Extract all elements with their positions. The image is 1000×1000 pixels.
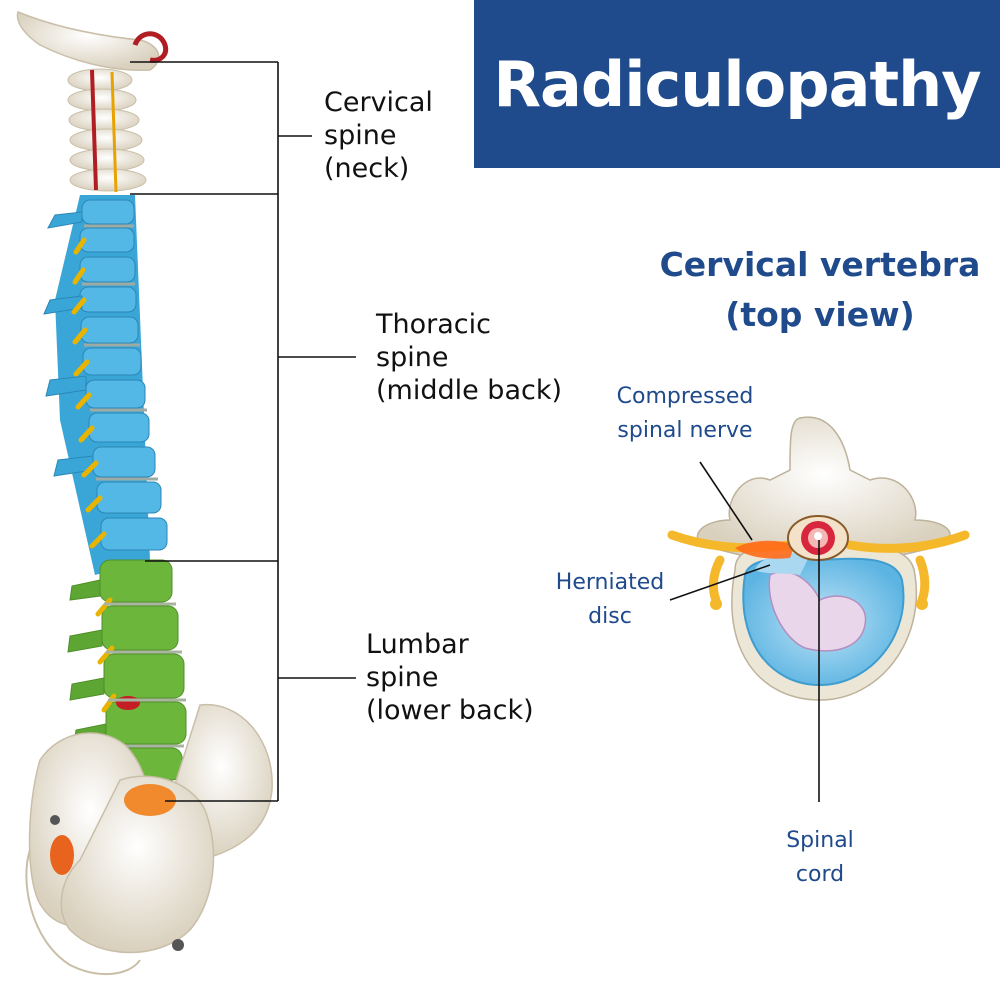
label-line: (middle back) xyxy=(376,375,563,406)
vertebra-view-title: Cervical vertebra (top view) xyxy=(640,240,1000,340)
label-line: (lower back) xyxy=(366,695,534,726)
title-banner: Radiculopathy xyxy=(474,0,1000,168)
callout-line: cord xyxy=(795,862,845,887)
compressed-nerve-inflammation xyxy=(735,540,795,559)
label-line: spine xyxy=(324,120,397,151)
sacrum xyxy=(124,784,176,816)
vertebra-top-view xyxy=(667,416,970,701)
callout-line: spinal nerve xyxy=(617,418,753,443)
label-line: Lumbar xyxy=(366,629,469,660)
callout-lines xyxy=(669,461,820,802)
herniated-disc-callout: Herniated disc xyxy=(548,566,672,634)
occipital-bone xyxy=(16,10,160,71)
label-line: (neck) xyxy=(324,153,410,184)
title-line: Cervical vertebra xyxy=(659,245,981,284)
thoracic-vertebrae xyxy=(43,195,168,575)
label-line: Cervical xyxy=(324,87,433,118)
spinal-cord-callout: Spinal cord xyxy=(760,824,880,892)
callout-line: Compressed xyxy=(616,384,754,409)
spine-model xyxy=(16,10,273,976)
thoracic-spine-label: Thoracic spine (middle back) xyxy=(376,308,562,407)
vertebral-artery xyxy=(132,31,169,63)
cervical-vertebrae xyxy=(67,68,147,193)
section-brackets xyxy=(130,61,356,802)
label-line: spine xyxy=(376,342,449,373)
pelvis xyxy=(25,703,273,976)
label-line: Thoracic xyxy=(376,309,491,340)
callout-line: Spinal xyxy=(786,828,854,853)
title-line: (top view) xyxy=(725,295,915,334)
herniated-bulge xyxy=(755,553,810,575)
page-title: Radiculopathy xyxy=(493,47,981,121)
compressed-nerve-callout: Compressed spinal nerve xyxy=(600,380,770,448)
label-line: spine xyxy=(366,662,439,693)
callout-line: disc xyxy=(588,604,632,629)
callout-line: Herniated xyxy=(555,570,665,595)
lumbar-spine-label: Lumbar spine (lower back) xyxy=(366,628,534,727)
nucleus-pulposus xyxy=(768,571,867,652)
cervical-spine-label: Cervical spine (neck) xyxy=(324,86,433,185)
